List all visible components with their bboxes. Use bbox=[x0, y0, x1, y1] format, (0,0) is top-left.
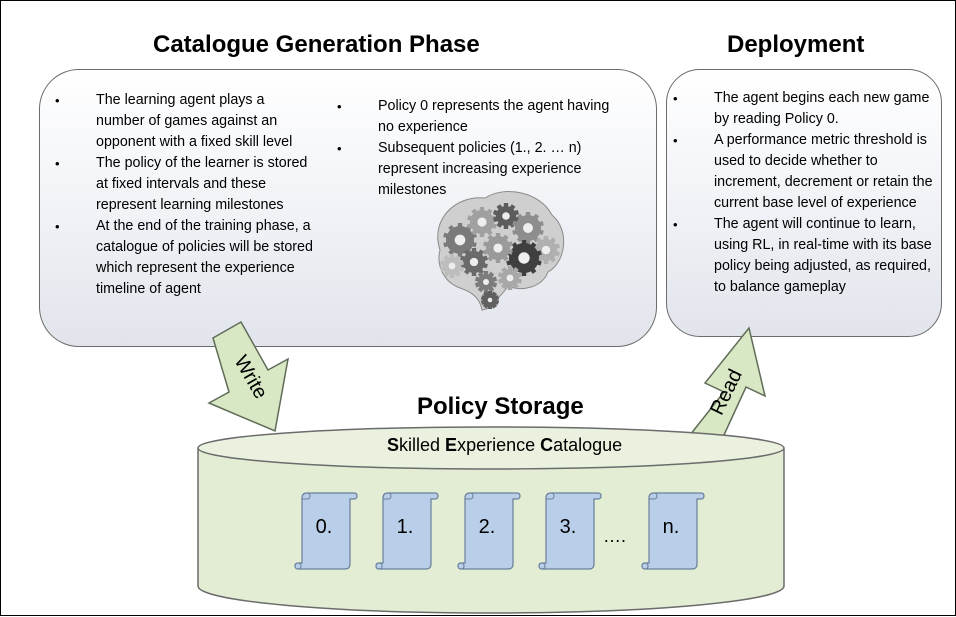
policy-label: 0. bbox=[315, 516, 333, 538]
policy-scroll-0: 0. bbox=[294, 490, 358, 572]
ellipsis-label: …. bbox=[603, 526, 627, 546]
scroll-icon bbox=[641, 492, 705, 570]
gear-icon bbox=[460, 248, 488, 276]
scroll-icon bbox=[538, 492, 602, 570]
gear-icon bbox=[480, 291, 500, 309]
brain-gears-icon bbox=[437, 191, 565, 311]
gear-icon bbox=[474, 271, 498, 293]
catalogue-phase-title: Catalogue Generation Phase bbox=[153, 31, 480, 58]
list-item: The learning agent plays a number of gam… bbox=[53, 90, 315, 153]
scroll-icon bbox=[294, 492, 358, 570]
list-item: Policy 0 represents the agent having no … bbox=[335, 96, 625, 138]
gear-icon bbox=[492, 203, 520, 229]
list-item: The agent begins each new game by readin… bbox=[671, 88, 933, 130]
gear-icon bbox=[497, 266, 523, 290]
policy-label: n. bbox=[662, 516, 680, 538]
catalogue-panel: The learning agent plays a number of gam… bbox=[39, 69, 657, 347]
list-item: A performance metric threshold is used t… bbox=[671, 130, 933, 214]
deployment-panel: The agent begins each new game by readin… bbox=[666, 69, 942, 337]
deployment-list: The agent begins each new game by readin… bbox=[671, 88, 933, 298]
catalogue-left-list: The learning agent plays a number of gam… bbox=[53, 90, 315, 300]
list-item: The agent will continue to learn, using … bbox=[671, 214, 933, 298]
gear-icon bbox=[467, 207, 497, 237]
list-item: At the end of the training phase, a cata… bbox=[53, 216, 315, 300]
policy-scroll-2: 2. bbox=[457, 490, 521, 572]
policy-scroll-1: 1. bbox=[375, 490, 439, 572]
gear-icon bbox=[512, 212, 544, 244]
list-item: Subsequent policies (1., 2. … n) represe… bbox=[335, 138, 625, 201]
scroll-icon bbox=[457, 492, 521, 570]
catalogue-name-label: Skilled Experience Catalogue bbox=[387, 435, 623, 455]
policy-scroll-4: n. bbox=[641, 490, 705, 572]
gear-icon bbox=[483, 233, 513, 263]
deployment-title: Deployment bbox=[727, 31, 865, 58]
catalogue-right-list: Policy 0 represents the agent having no … bbox=[335, 96, 625, 201]
list-item: The policy of the learner is stored at f… bbox=[53, 153, 315, 216]
policy-label: 3. bbox=[559, 516, 577, 538]
write-arrow bbox=[207, 320, 290, 433]
policy-storage-title: Policy Storage bbox=[417, 393, 584, 420]
policy-scroll-3: 3. bbox=[538, 490, 602, 572]
scroll-icon bbox=[375, 492, 439, 570]
gear-icon bbox=[439, 254, 465, 278]
policy-label: 1. bbox=[396, 516, 414, 538]
policy-label: 2. bbox=[478, 516, 496, 538]
gear-icon bbox=[532, 236, 560, 264]
